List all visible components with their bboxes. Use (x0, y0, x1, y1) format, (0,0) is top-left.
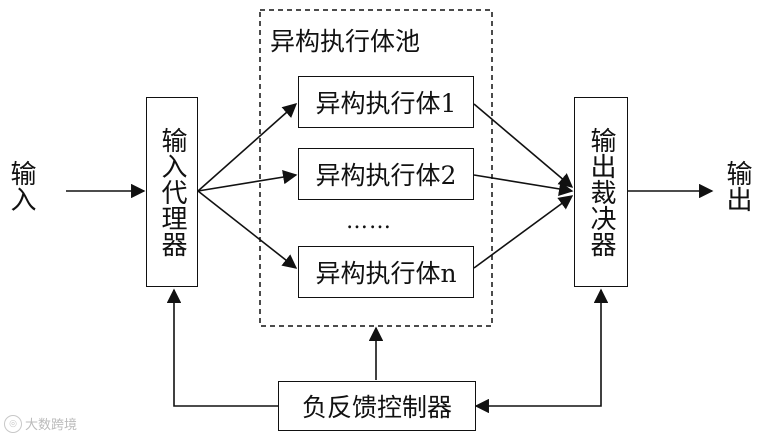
input-proxy-label: 输入代理器 (157, 127, 187, 257)
feedback-to-proxy-arrow (166, 288, 278, 407)
proxy-to-executor-2-arrow (197, 169, 298, 192)
executor-2-to-arbiter-arrow (473, 174, 574, 197)
executor-n-to-arbiter-arrow (473, 195, 574, 269)
arbiter-feedback-link-arrow (474, 288, 609, 414)
output-arbiter-label: 输出裁决器 (586, 127, 616, 257)
proxy-to-executor-1-arrow (197, 103, 298, 192)
proxy-to-executor-n-arrow (197, 190, 298, 269)
executor-2-box: 异构执行体2 (298, 148, 474, 200)
executor-1-to-arbiter-arrow (473, 103, 574, 188)
executor-n-label: 异构执行体n (315, 259, 457, 288)
feedback-controller-box: 负反馈控制器 (278, 381, 476, 431)
output-label: 输出 (722, 160, 752, 212)
executor-n-box: 异构执行体n (298, 246, 474, 298)
executor-1-box: 异构执行体1 (298, 76, 474, 128)
input-proxy-box: 输入代理器 (146, 97, 198, 287)
executor-2-label: 异构执行体2 (315, 161, 457, 190)
watermark-logo-icon: ◎ (4, 414, 22, 433)
executor-1-label: 异构执行体1 (315, 89, 457, 118)
input-label: 输入 (6, 160, 36, 212)
watermark: ◎ 大数跨境 (4, 414, 77, 433)
pool-title: 异构执行体池 (270, 27, 421, 56)
output-arbiter-box: 输出裁决器 (574, 97, 628, 287)
pool-border (259, 9, 493, 327)
executor-ellipsis: …… (346, 209, 392, 234)
watermark-text: 大数跨境 (25, 418, 78, 433)
feedback-controller-label: 负反馈控制器 (301, 393, 452, 422)
